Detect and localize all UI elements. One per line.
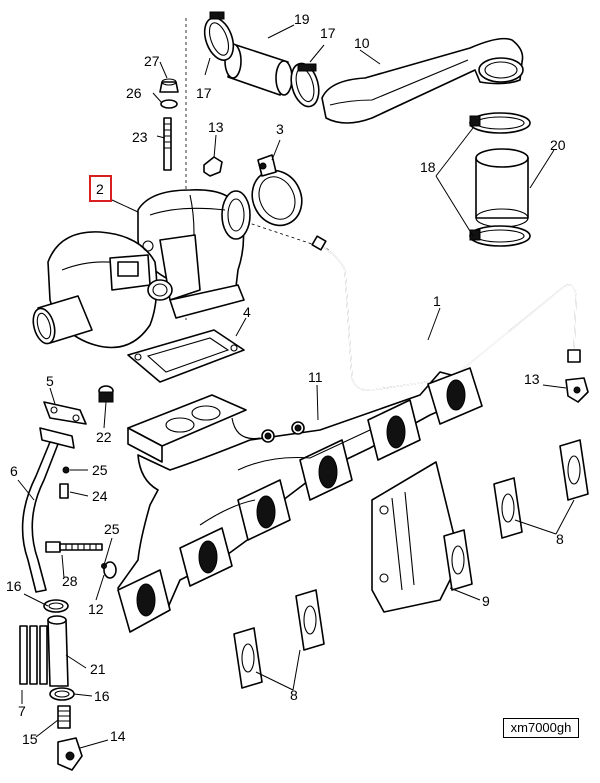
clamp-17-left <box>203 11 235 61</box>
capscrew-28 <box>45 541 103 553</box>
reference-code-label: xm7000gh <box>503 718 579 738</box>
callout-25-upper: 25 <box>92 462 108 478</box>
callout-9: 9 <box>482 593 490 609</box>
drain-tube-6 <box>21 401 87 593</box>
callout-17-left: 17 <box>196 85 212 101</box>
stud-24-nut-25 <box>59 466 70 499</box>
clamp-18-bottom <box>469 225 531 247</box>
callout-18: 18 <box>420 159 436 175</box>
callout-20: 20 <box>550 137 566 153</box>
callout-17-right: 17 <box>320 25 336 41</box>
callout-24: 24 <box>92 488 108 504</box>
clamp-17-right <box>290 62 320 108</box>
callout-28: 28 <box>62 573 78 589</box>
callout-3: 3 <box>276 121 284 137</box>
callout-labels: 1 2 3 4 5 6 7 8 8 9 10 11 12 13 13 14 15… <box>6 11 566 747</box>
hose-clamp-16-bottom <box>49 687 75 701</box>
callout-25-lower: 25 <box>104 521 120 537</box>
turbocharger <box>32 189 251 349</box>
hose-19 <box>224 43 293 96</box>
exhaust-manifold <box>117 367 483 633</box>
callout-7: 7 <box>18 703 26 719</box>
callout-5: 5 <box>46 373 54 389</box>
fitting-13-right <box>565 377 589 403</box>
gasket-4 <box>127 329 245 383</box>
callout-4: 4 <box>243 304 251 320</box>
callout-14: 14 <box>110 728 126 744</box>
stud-washer-nut <box>159 78 179 171</box>
gaskets-8-right <box>443 439 589 591</box>
callout-21: 21 <box>90 661 106 677</box>
callout-1: 1 <box>433 293 441 309</box>
callout-10: 10 <box>354 35 370 51</box>
callout-16-bottom: 16 <box>94 688 110 704</box>
leader-lines <box>17 24 575 749</box>
heat-shield-9 <box>371 461 461 613</box>
nipple-15 <box>57 705 71 729</box>
callout-27: 27 <box>144 53 160 69</box>
washer-12 <box>101 561 117 579</box>
gaskets-8-left <box>233 589 325 689</box>
hose-21 <box>47 615 69 687</box>
callout-8-right: 8 <box>556 531 564 547</box>
hose-clamp-16-top <box>43 599 69 613</box>
elbow-14 <box>57 737 83 771</box>
callout-19: 19 <box>294 11 310 27</box>
oil-line-1 <box>311 235 581 391</box>
callout-22: 22 <box>96 429 112 445</box>
hose-20 <box>475 148 529 228</box>
callout-8-left: 8 <box>290 687 298 703</box>
fitting-13-top <box>203 156 223 177</box>
callout-11: 11 <box>308 369 323 385</box>
crossover-tube <box>321 37 524 124</box>
callout-12: 12 <box>88 601 104 617</box>
clamp-18-top <box>469 112 531 134</box>
sleeve-7 <box>19 625 48 685</box>
callout-26: 26 <box>126 85 142 101</box>
callout-15: 15 <box>22 731 38 747</box>
vband-clamp-3 <box>251 154 303 227</box>
callout-16-top: 16 <box>6 578 22 594</box>
callout-2: 2 <box>96 181 104 197</box>
callout-2-highlight-box <box>89 175 112 202</box>
callout-6: 6 <box>10 463 18 479</box>
callout-13-top: 13 <box>208 119 224 135</box>
callout-13-right: 13 <box>524 371 540 387</box>
callout-23: 23 <box>132 129 148 145</box>
plug-22 <box>98 385 114 403</box>
